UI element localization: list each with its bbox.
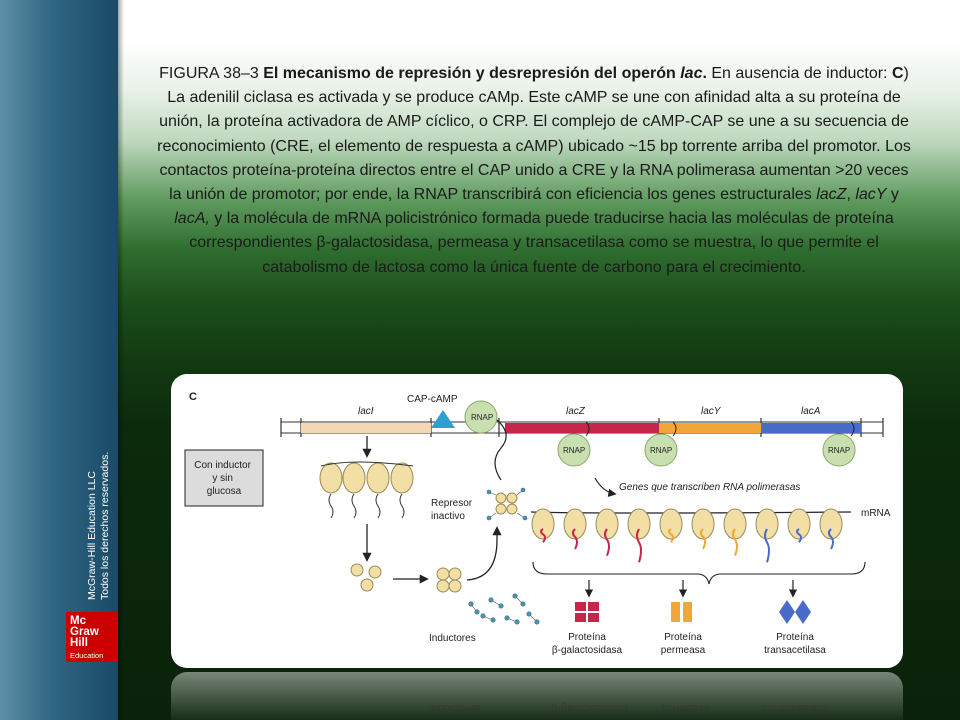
gene-laci-label: lacI [358,406,374,417]
reflection-bgal: β-galactosidasa [551,702,629,714]
nascent-peptide [700,528,706,550]
svg-text:RNAP: RNAP [563,446,585,455]
panel-reflection: Inductores β-galactosidasa permeasa tran… [171,672,903,720]
diagram-panel: C lacI lacZ lacY lacA CAP-cAMP RNAP RNAP… [171,374,903,668]
nascent-peptide [732,528,738,557]
svg-text:RNAP: RNAP [471,413,493,422]
caption-part-letter: C [891,65,904,82]
nascent-peptide [828,528,834,550]
transcription-arrow [594,477,617,498]
logo-line-2: Graw [70,626,99,638]
rnap-promoter: RNAP [464,400,498,434]
copyright-line-2: Todos los derechos reservados. [99,451,111,600]
logo-line-1: Mc [70,615,86,627]
repressor-label: Represor inactivo [431,498,475,522]
gene-lacz-label: lacZ [566,406,586,417]
copyright-notice: McGraw-Hill Education LLC Todos los dere… [86,440,112,600]
caption-gene-z: lacZ [816,186,847,204]
svg-text:RNAP: RNAP [650,446,672,455]
inactive-repressor-cluster [436,567,462,593]
transcribing-label: Genes que transcriben RNA polimerasas [619,482,800,493]
sidebar-shadow [118,0,124,720]
permease-protein-icon [671,602,692,622]
caption-text-1: En ausencia de inductor: [706,65,892,82]
operon-diagram: C lacI lacZ lacY lacA CAP-cAMP RNAP RNAP… [184,391,891,656]
rnap-transcribing-1: RNAP [557,421,591,467]
reflection-transacetylase: transacetilasa [761,702,829,714]
ribosome [627,508,651,540]
ribosome [691,508,715,540]
gene-laca-label: lacA [801,406,821,417]
inducer-curve-arrow [466,526,502,581]
nascent-peptide [540,528,546,543]
publisher-logo: Mc Graw Hill Education [66,612,118,662]
ribosome [531,508,555,540]
copyright-line-1: McGraw-Hill Education LLC [86,471,98,600]
caption-gene-a: lacA, [174,210,210,228]
mrna-brace [532,561,866,585]
ribosome [755,508,779,540]
svg-text:RNAP: RNAP [828,446,850,455]
nascent-peptide [572,528,578,550]
logo-line-3: Hill [70,637,88,649]
rnap-transcribing-2: RNAP [644,421,678,467]
mrna-label: mRNA [861,508,891,519]
logo-line-4: Education [70,651,104,660]
caption-title: El mecanismo de represión y desrepresión… [263,65,707,82]
ribosome [723,508,747,540]
cap-camp-triangle [431,410,455,428]
ribosome-row [531,508,843,563]
condition-box-text: Con inductor y sin glucosa [194,460,253,497]
ribosome [659,508,683,540]
ribosome [563,508,587,540]
cap-camp-label: CAP-cAMP [407,394,458,405]
nascent-peptide [796,528,802,543]
inducers-label: Inductores [429,633,476,644]
mrna-release-squiggle [494,419,507,481]
sidebar-strip [0,0,118,720]
repressor-tetramer [319,461,414,519]
figure-caption: FIGURA 38–3 El mecanismo de represión y … [157,65,911,276]
nascent-peptide [604,528,610,557]
repressor-monomers [350,563,382,592]
gene-laci-segment [301,423,431,433]
bgal-protein-icon [575,602,599,622]
nascent-peptide [668,528,674,543]
caption-figure-label: FIGURA 38–3 [159,65,264,82]
caption-text-2: ) La adenilil ciclasa es activada y se p… [157,65,911,204]
rnap-transcribing-3: RNAP [822,421,856,467]
condition-box: Con inductor y sin glucosa [184,449,264,507]
reflection-inducers: Inductores [429,702,481,714]
transacetylase-protein-icon [779,600,811,624]
ribosome [595,508,619,540]
gene-lacy-label: lacY [701,406,722,417]
caption-text-3: y la molécula de mRNA policistrónico for… [189,210,894,276]
inducer-molecules [468,593,540,625]
nascent-peptide [764,528,770,563]
nascent-peptide [636,528,642,563]
panel-letter: C [189,391,197,403]
repressor-inactive-complex [486,487,528,521]
gene-lacz-segment [505,423,659,433]
ribosome [819,508,843,540]
caption-gene-y: lacY [855,186,887,204]
reflection-permease: permeasa [661,702,710,714]
gene-laca-segment [761,423,861,433]
gene-lacy-segment [659,423,761,433]
ribosome [787,508,811,540]
